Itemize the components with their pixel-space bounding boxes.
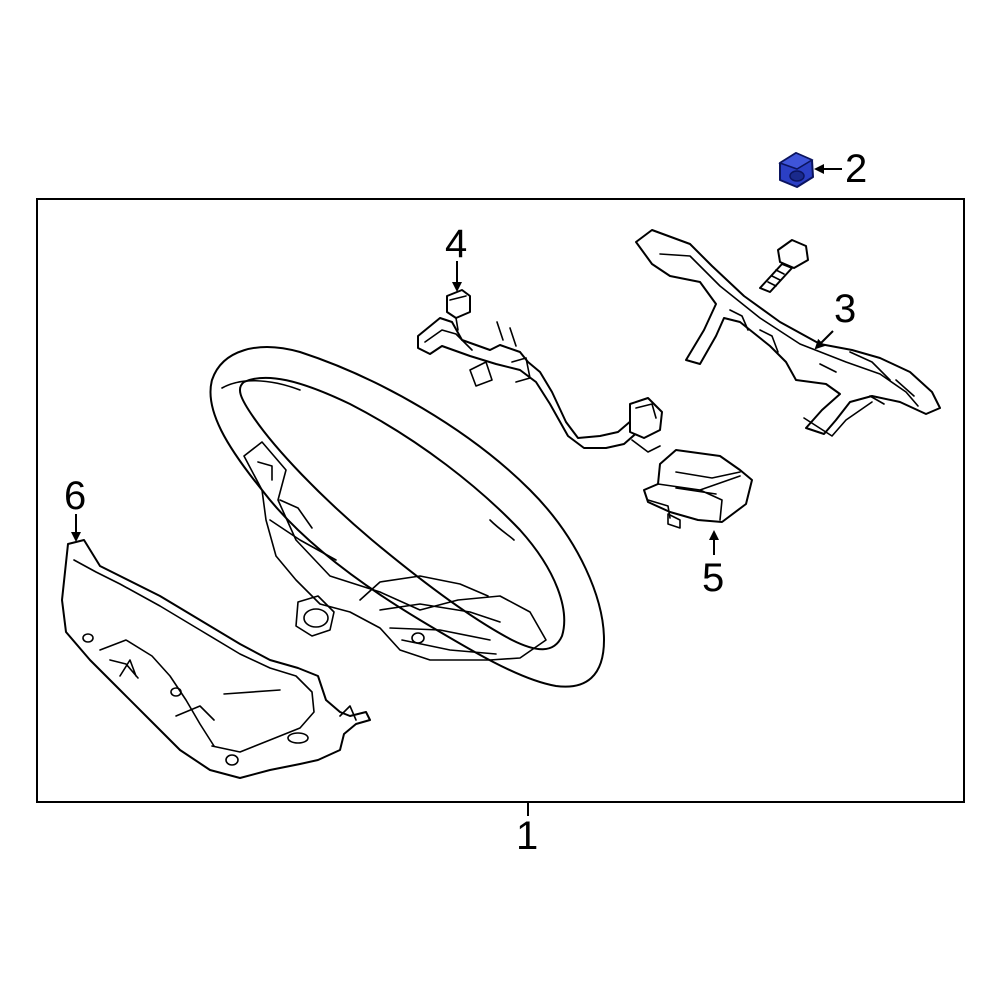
callout-1-label: 1	[516, 814, 538, 858]
nut-hole	[789, 170, 805, 182]
trim-cover-part-3[interactable]	[635, 229, 941, 437]
callout-3-leader	[814, 330, 834, 350]
bolt	[759, 239, 809, 293]
module-part-5[interactable]	[643, 449, 753, 529]
nut-part-2[interactable]	[778, 152, 814, 188]
callout-2-label: 2	[845, 147, 867, 191]
lower-cover-part-6[interactable]	[61, 539, 371, 779]
steering-wheel[interactable]	[209, 346, 605, 688]
wiring-harness-part-4[interactable]	[417, 289, 663, 453]
callout-3-label: 3	[834, 287, 856, 331]
assembly-frame	[36, 198, 965, 803]
callout-4-label: 4	[445, 222, 467, 266]
callout-6-label: 6	[64, 474, 86, 518]
callout-5-label: 5	[702, 556, 724, 600]
nut-top-face	[778, 152, 814, 170]
